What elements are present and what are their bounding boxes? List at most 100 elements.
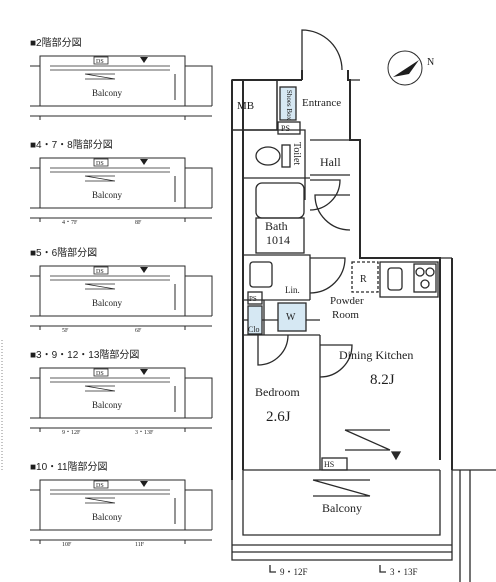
inset-plan: ■3・9・12・13階部分図 DS Balcony 9・12F 3・13F bbox=[30, 348, 213, 436]
refrigerator-label: R bbox=[360, 274, 367, 285]
inset-outline bbox=[30, 367, 213, 432]
dining-kitchen-label: Dining Kitchen bbox=[339, 348, 413, 362]
inset-balcony-label: Balcony bbox=[92, 88, 122, 98]
inset-ds-label: DS bbox=[96, 483, 104, 489]
inset-arrow bbox=[140, 369, 148, 375]
right-outer-wall bbox=[440, 257, 496, 471]
hall-door bbox=[314, 194, 351, 231]
inset-floor-mark: 4・7F bbox=[62, 220, 78, 226]
mb-label: MB bbox=[237, 100, 254, 112]
inset-ds-box bbox=[93, 158, 109, 167]
powder-label: Powder bbox=[330, 295, 364, 307]
inset-ds-box bbox=[93, 266, 109, 275]
inset-window bbox=[50, 65, 170, 80]
inset-balcony-label: Balcony bbox=[92, 298, 122, 308]
inset-window bbox=[50, 275, 170, 290]
inset-balcony-label: Balcony bbox=[92, 512, 122, 522]
entrance-label: Entrance bbox=[302, 97, 341, 109]
washer-label: W bbox=[286, 312, 296, 323]
inset-floor-mark: 6F bbox=[135, 328, 142, 334]
toilet-label: Toilet bbox=[291, 142, 302, 165]
stove-icon bbox=[413, 263, 437, 293]
mb-box bbox=[231, 79, 278, 131]
hs-arrow bbox=[390, 451, 402, 461]
burner-3 bbox=[420, 279, 430, 289]
bedroom-size: 2.6J bbox=[266, 409, 291, 425]
inset-outline bbox=[30, 55, 213, 120]
burner-2 bbox=[425, 267, 435, 277]
inset-ds-label: DS bbox=[96, 161, 104, 167]
kitchen-counter bbox=[379, 261, 439, 298]
hall-label: Hall bbox=[320, 155, 341, 169]
inset-ds-label: DS bbox=[96, 371, 104, 377]
compass: N bbox=[387, 50, 434, 86]
balcony-frame bbox=[231, 470, 453, 561]
refrigerator-box bbox=[351, 261, 379, 293]
bath-label: Bath bbox=[265, 219, 288, 233]
compass-letter: N bbox=[427, 57, 434, 68]
ps-label: PS bbox=[281, 124, 290, 133]
inset-outline bbox=[30, 157, 213, 222]
inset-arrow bbox=[140, 481, 148, 487]
bath-size-label: 1014 bbox=[266, 233, 290, 247]
inset-arrow bbox=[140, 267, 148, 273]
inset-title: ■3・9・12・13階部分図 bbox=[30, 348, 139, 361]
inset-ds-label: DS bbox=[96, 59, 104, 65]
inset-balcony-label: Balcony bbox=[92, 190, 122, 200]
outer-wall bbox=[231, 70, 453, 480]
kitchen-door bbox=[319, 344, 353, 378]
inset-title: ■2階部分図 bbox=[30, 36, 82, 49]
main-floor-plan bbox=[231, 29, 496, 582]
inset-outline bbox=[30, 265, 213, 330]
bedroom-door bbox=[257, 334, 289, 366]
inset-plan: ■2階部分図 DS Balcony bbox=[30, 36, 213, 120]
ps2-label: PS bbox=[249, 295, 257, 303]
toilet-tank bbox=[281, 144, 291, 168]
inset-balcony-label: Balcony bbox=[92, 400, 122, 410]
bath-floor bbox=[255, 217, 305, 254]
inset-floor-mark: 3・13F bbox=[135, 430, 154, 436]
inset-title: ■10・11階部分図 bbox=[30, 460, 108, 473]
inset-floor-mark: 9・12F bbox=[62, 430, 81, 436]
inset-floor-mark: 10F bbox=[62, 542, 72, 548]
room-labels: MB Shoes Box Entrance PS Toilet Hall Bat… bbox=[237, 90, 418, 577]
hs-label: HS bbox=[324, 460, 334, 469]
inset-floor-mark: 11F bbox=[135, 542, 145, 548]
inset-arrow bbox=[140, 159, 148, 165]
ps-box bbox=[277, 121, 301, 135]
room-label: Room bbox=[332, 309, 359, 321]
floor-mark-left: 9・12F bbox=[280, 567, 308, 577]
burner-1 bbox=[415, 267, 425, 277]
ps2-box bbox=[247, 291, 263, 305]
inset-window bbox=[50, 489, 170, 504]
inset-plan: ■10・11階部分図 DS Balcony 10F 11F bbox=[30, 460, 213, 548]
inset-ds-box bbox=[93, 56, 109, 65]
compass-circle bbox=[387, 50, 423, 86]
right-ledge bbox=[459, 470, 471, 582]
inset-outline bbox=[30, 479, 213, 544]
hs-box bbox=[321, 457, 348, 471]
shoes-box-label: Shoes Box bbox=[285, 90, 293, 121]
inset-window bbox=[50, 377, 170, 392]
closet-label: Clo bbox=[248, 325, 260, 334]
inset-ds-box bbox=[93, 480, 109, 489]
lin-label: Lin. bbox=[285, 285, 300, 295]
sink-icon bbox=[249, 261, 273, 288]
powder-door bbox=[309, 257, 346, 294]
inset-title: ■5・6階部分図 bbox=[30, 246, 97, 259]
bathtub-icon bbox=[255, 182, 305, 219]
inset-ds-box bbox=[93, 368, 109, 377]
inset-arrow bbox=[140, 57, 148, 63]
inset-floor-mark: 8F bbox=[135, 220, 142, 226]
closet-box bbox=[247, 305, 263, 335]
entrance-door bbox=[301, 29, 343, 71]
floor-markers bbox=[269, 565, 386, 573]
inset-floor-mark: 5F bbox=[62, 328, 69, 334]
washer-box bbox=[277, 302, 307, 332]
dk-window bbox=[344, 429, 391, 451]
inset-window bbox=[50, 167, 170, 182]
